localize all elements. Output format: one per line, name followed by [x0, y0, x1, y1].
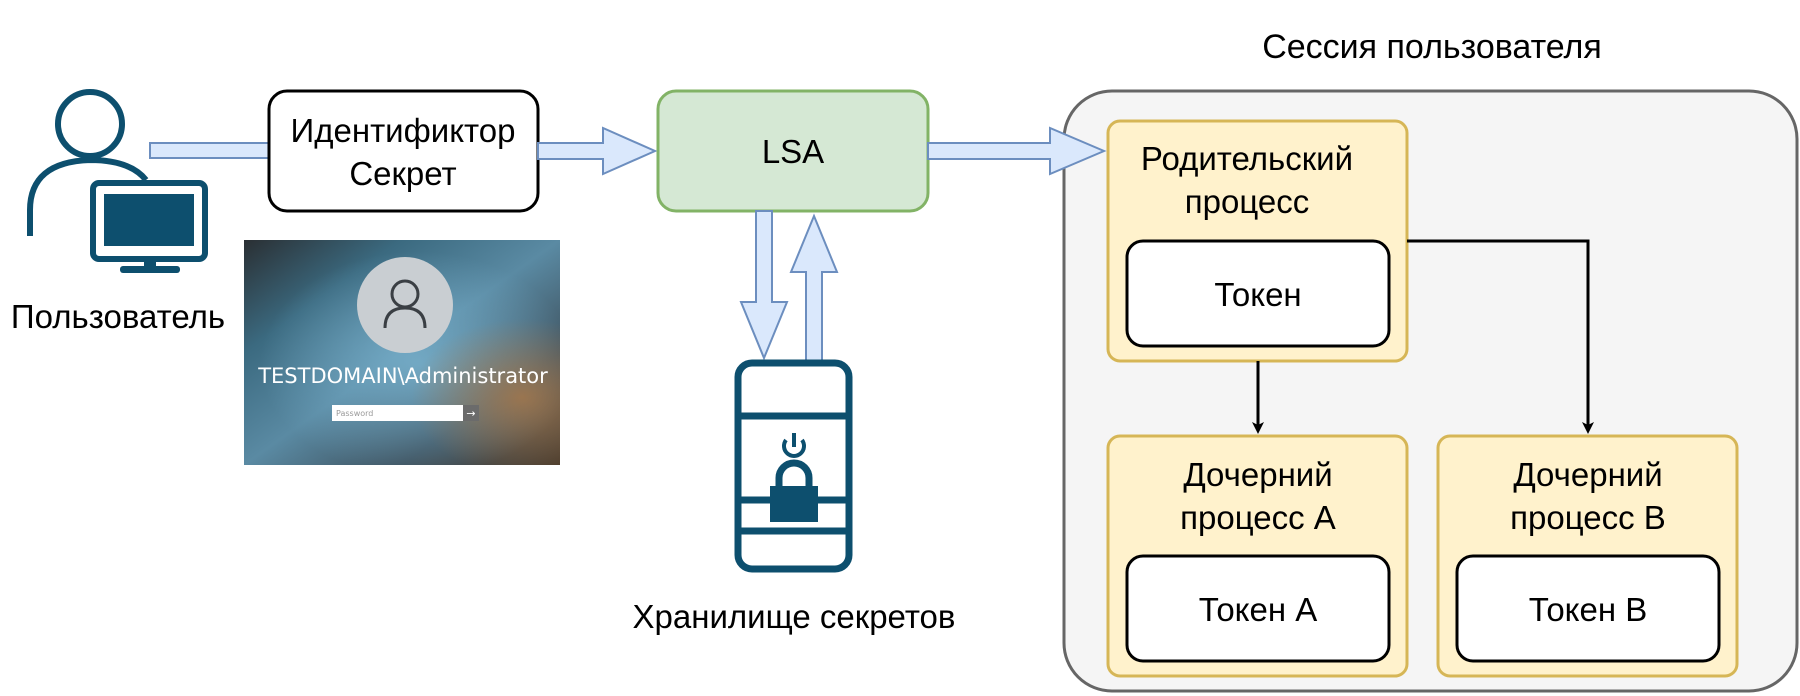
login-account-name: TESTDOMAIN\Administrator — [257, 364, 548, 388]
parent-token-label: Токен — [1214, 276, 1301, 313]
connector-parent-to-child-b — [1407, 239, 1594, 434]
login-avatar-icon — [357, 257, 453, 353]
arrow-credentials-to-lsa — [537, 126, 658, 176]
login-submit-arrow-icon: → — [466, 407, 475, 420]
parent-token-box — [1125, 239, 1391, 348]
credentials-line1: Идентификтор — [291, 112, 516, 149]
parent-process-line2: процесс — [1185, 183, 1309, 220]
locked-storage-icon — [734, 359, 853, 573]
token-b-box — [1455, 554, 1721, 663]
login-password-placeholder: Password — [336, 409, 373, 418]
child-process-b-line2: процесс B — [1510, 499, 1666, 536]
child-process-a-line2: процесс A — [1180, 499, 1336, 536]
arrow-storage-to-lsa — [789, 213, 839, 364]
storage-label: Хранилище секретов — [633, 598, 956, 635]
token-b-label: Токен B — [1529, 591, 1648, 628]
arrow-lsa-to-parent — [927, 126, 1107, 176]
token-a-box — [1125, 554, 1391, 663]
arrow-lsa-to-storage — [739, 210, 789, 361]
parent-process-line1: Родительский — [1141, 140, 1353, 177]
user-label: Пользователь — [11, 298, 225, 335]
login-submit-button[interactable] — [463, 405, 479, 421]
user-computer-icon — [27, 89, 208, 273]
credentials-box — [267, 89, 540, 213]
child-process-a-line1: Дочерний — [1183, 456, 1332, 493]
login-screen-thumbnail: TESTDOMAIN\Administrator Password → — [244, 240, 560, 465]
token-a-label: Токен A — [1199, 591, 1318, 628]
arrow-user-to-credentials — [149, 142, 271, 159]
session-title: Сессия пользователя — [1262, 28, 1602, 66]
login-password-field[interactable] — [332, 405, 463, 421]
child-process-b-line1: Дочерний — [1513, 456, 1662, 493]
lsa-label: LSA — [762, 133, 824, 170]
credentials-line2: Секрет — [349, 155, 456, 192]
